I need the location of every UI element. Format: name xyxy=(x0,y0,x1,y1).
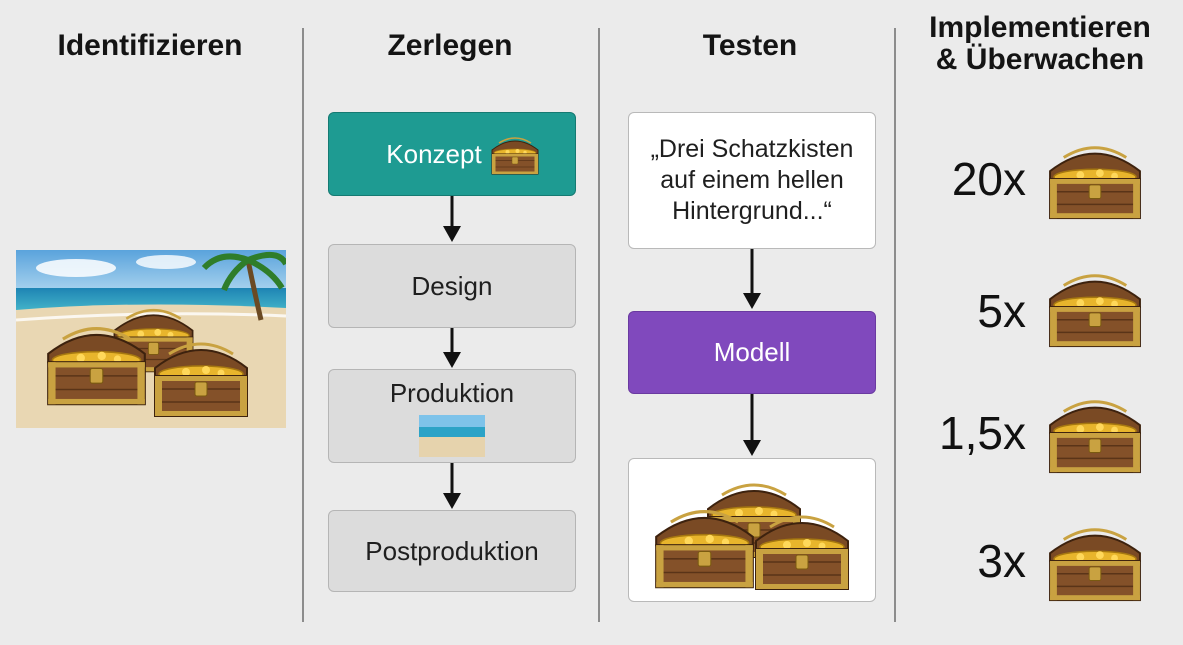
step-production: Produktion xyxy=(328,369,576,463)
divider-3 xyxy=(894,28,896,622)
step-concept: Konzept xyxy=(328,112,576,196)
beach-chests-image xyxy=(16,250,286,428)
treasure-chest-icon xyxy=(1048,146,1142,220)
deploy-title: Implementieren & Überwachen xyxy=(900,12,1180,75)
decompose-title: Zerlegen xyxy=(387,29,513,62)
deploy-title-line2: & Überwachen xyxy=(935,42,1145,76)
arrow-production-postproduction xyxy=(443,463,461,509)
arrow-model-output xyxy=(743,394,761,456)
treasure-chest-icon xyxy=(1048,400,1142,474)
prompt-text: „Drei Schatzkisten auf einem hellen Hint… xyxy=(650,134,854,226)
multiplier-2: 5x xyxy=(977,285,1026,337)
model-box: Modell xyxy=(628,311,876,394)
multiplier-1: 20x xyxy=(951,153,1026,205)
deploy-title-line1: Implementieren xyxy=(929,11,1151,44)
beach-thumbnail xyxy=(419,415,485,457)
identify-title: Identifizieren xyxy=(57,29,243,62)
divider-2 xyxy=(598,28,600,622)
arrow-concept-design xyxy=(443,196,461,242)
step-postproduction: Postproduktion xyxy=(328,510,576,592)
prompt-box: „Drei Schatzkisten auf einem hellen Hint… xyxy=(628,112,876,249)
arrow-design-production xyxy=(443,328,461,368)
multiplier-4: 3x xyxy=(977,535,1026,587)
arrow-prompt-model xyxy=(743,249,761,309)
multiplier-3: 1,5x xyxy=(939,407,1026,459)
treasure-chest-icon xyxy=(1048,274,1142,348)
step-design: Design xyxy=(328,244,576,328)
treasure-chest-icon xyxy=(1048,528,1142,602)
step-concept-label: Konzept xyxy=(386,138,482,169)
output-chests-image xyxy=(654,483,850,591)
step-production-label: Produktion xyxy=(389,378,515,408)
test-title: Testen xyxy=(702,29,798,62)
output-image-box xyxy=(628,458,876,602)
treasure-chest-icon xyxy=(490,137,539,175)
divider-1 xyxy=(302,28,304,622)
